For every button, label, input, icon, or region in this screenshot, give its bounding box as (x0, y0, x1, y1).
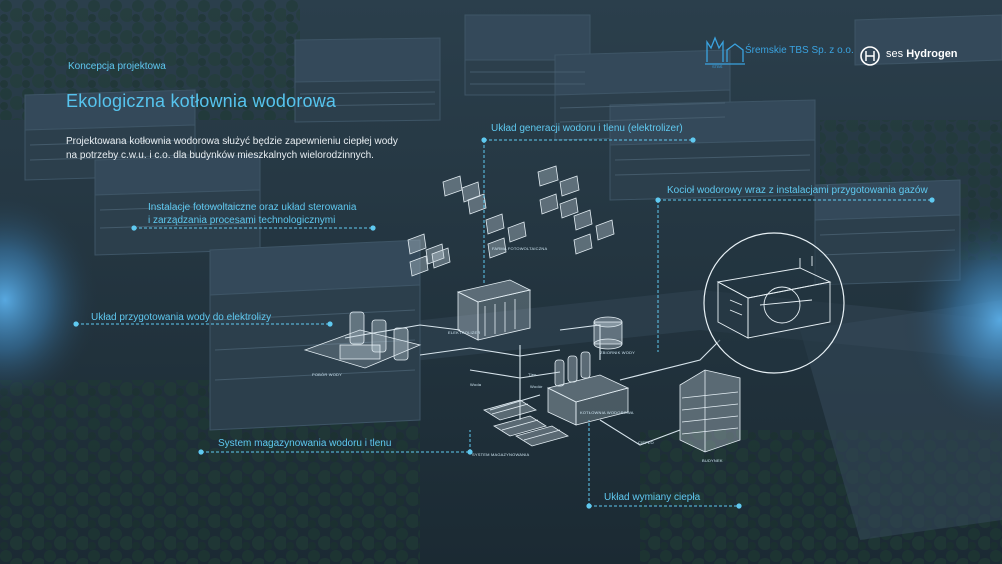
residential-building (679, 369, 741, 453)
callout-electrolyzer: Układ generacji wodoru i tlenu (elektrol… (491, 123, 683, 134)
model-label-oxygen: Tlen (528, 372, 537, 377)
ses-hydrogen-logo-icon (860, 46, 880, 66)
callout-pv-line-1: Instalacje fotowoltaiczne oraz układ ste… (148, 202, 357, 213)
model-label-building: BUDYNEK (702, 458, 723, 463)
storage-racks (483, 399, 569, 447)
model-label-storage: SYSTEM MAGAZYNOWANIA (472, 452, 530, 457)
description: Projektowana kotłownia wodorowa służyć b… (66, 135, 398, 162)
callout-heat-exchange: Układ wymiany ciepła (604, 492, 701, 503)
callout-boiler: Kocioł wodorowy wraz z instalacjami przy… (667, 185, 928, 196)
electrolyzer-unit (456, 279, 532, 341)
partner-2-prefix: ses (886, 48, 904, 60)
boiler-room (546, 351, 630, 426)
model-label-electrolyzer: ELEKTROLIZER (448, 330, 481, 335)
page-title: Ekologiczna kotłownia wodorowa (66, 91, 337, 111)
leader-dots (73, 137, 935, 509)
leader-lines (76, 139, 932, 507)
stbs-logo-mark: STBS (712, 64, 723, 69)
model-label-water-flow: Woda (470, 382, 482, 387)
model-label-hydrogen: Wodór (530, 384, 543, 389)
model-label-boiler-room: KOTŁOWNIA WODOROWA (580, 410, 634, 415)
callout-water: Układ przygotowania wody do elektrolizy (91, 312, 272, 323)
model-label-heat: CIEPŁO (638, 440, 654, 445)
model-label-pv-farm: FARMA FOTOWOLTAICZNA (492, 246, 548, 251)
model-label-water-treatment: POBÓR WODY (312, 372, 343, 377)
boiler-detail (703, 232, 845, 374)
partner-2-suffix: Hydrogen (906, 48, 958, 60)
callout-storage: System magazynowania wodoru i tlenu (218, 438, 392, 449)
callout-pv: Instalacje fotowoltaiczne oraz układ ste… (148, 201, 356, 227)
callout-pv-line-2: i zarządzania procesami technologicznymi (148, 215, 336, 226)
partner-2-name: ses Hydrogen (886, 48, 958, 60)
pipes (344, 324, 721, 446)
stbs-logo-icon (705, 36, 745, 65)
pv-panels (407, 165, 615, 277)
description-line-1: Projektowana kotłownia wodorowa służyć b… (66, 136, 398, 147)
water-tank (593, 316, 623, 350)
partner-1-name: Śremskie TBS Sp. z o.o. (745, 45, 854, 56)
water-treatment-unit (303, 311, 422, 369)
section-label: Koncepcja projektowa (68, 61, 166, 72)
description-line-2: na potrzeby c.w.u. i c.o. dla budynków m… (66, 149, 374, 161)
model-label-water-tank: ZBIORNIK WODY (600, 350, 636, 355)
